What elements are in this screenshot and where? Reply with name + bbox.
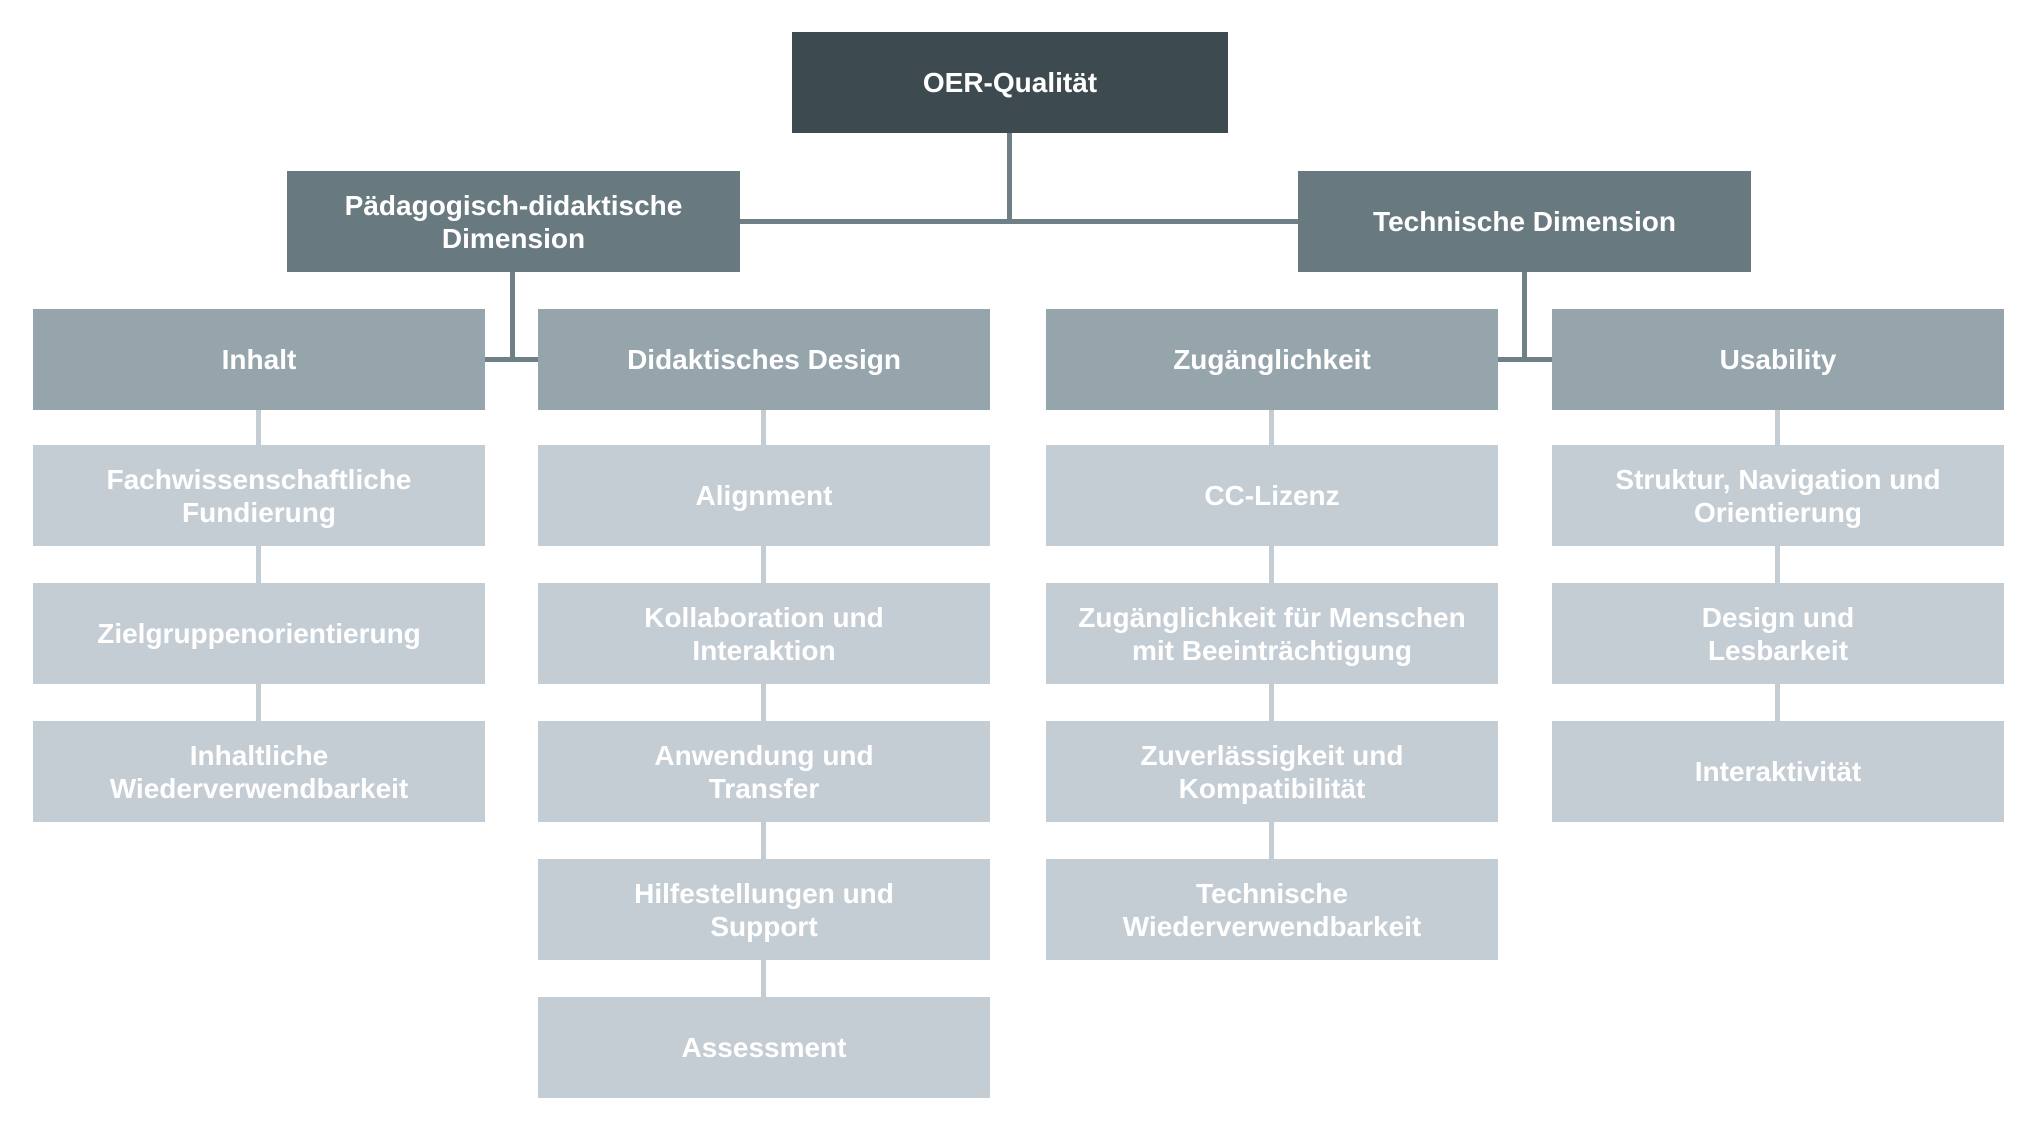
dimension-node-technisch: Technische Dimension [1298,171,1751,272]
category-header-didaktisches-design: Didaktisches Design [538,309,990,410]
connector-root-drop [1007,133,1012,224]
connector-column-usability-spine [1775,410,1780,721]
root-node-oer-qualitaet: OER-Qualität [792,32,1228,133]
connector-technisch-branch [1498,357,1552,362]
category-header-zugaenglichkeit: Zugänglichkeit [1046,309,1498,410]
item-node: Technische Wiederverwendbarkeit [1046,859,1498,960]
item-node: Inhaltliche Wiederverwendbarkeit [33,721,485,822]
dimension-node-paedagogisch-didaktisch: Pädagogisch-didaktische Dimension [287,171,740,272]
item-node: Zielgruppenorientierung [33,583,485,684]
item-node: Design und Lesbarkeit [1552,583,2004,684]
connector-paedagogisch-branch [485,357,538,362]
item-node: Interaktivität [1552,721,2004,822]
item-node: Anwendung und Transfer [538,721,990,822]
connector-technisch-drop [1522,272,1527,362]
item-node: Assessment [538,997,990,1098]
connector-paedagogisch-drop [510,272,515,362]
item-node: Zugänglichkeit für Menschen mit Beeinträ… [1046,583,1498,684]
connector-column-inhalt-spine [256,410,261,721]
item-node: Fachwissenschaftliche Fundierung [33,445,485,546]
item-node: Kollaboration und Interaktion [538,583,990,684]
item-node: Hilfestellungen und Support [538,859,990,960]
item-node: Struktur, Navigation und Orientierung [1552,445,2004,546]
connector-dimensions-horizontal [740,219,1298,224]
item-node: CC-Lizenz [1046,445,1498,546]
category-header-inhalt: Inhalt [33,309,485,410]
item-node: Alignment [538,445,990,546]
item-node: Zuverlässigkeit und Kompatibilität [1046,721,1498,822]
category-header-usability: Usability [1552,309,2004,410]
connector-column-didaktisches-design-spine [761,410,766,997]
